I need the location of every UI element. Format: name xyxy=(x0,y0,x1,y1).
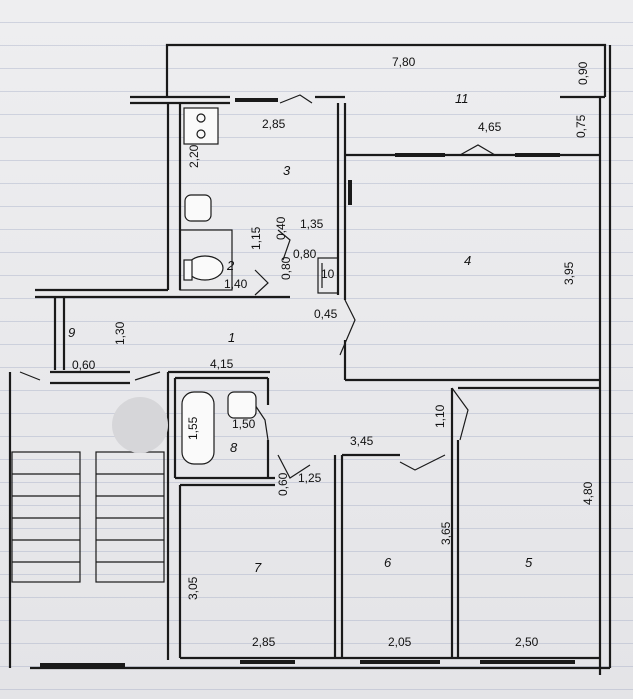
dim-corridor-length: 4,15 xyxy=(210,357,234,371)
room4-balcony-door xyxy=(459,144,496,156)
dim-060-b: 0,60 xyxy=(276,472,290,496)
dim-110: 1,10 xyxy=(433,404,447,428)
dim-kitchen-depth: 2,20 xyxy=(187,144,201,168)
closet10 xyxy=(317,257,339,294)
smudge xyxy=(112,397,168,453)
dim-room7-depth: 3,05 xyxy=(186,576,200,600)
room-label-11: 11 xyxy=(455,91,469,106)
stair-flight-left xyxy=(11,451,81,583)
entry-door-right xyxy=(134,371,161,381)
dim-room4-window: 4,65 xyxy=(478,120,502,134)
balcony-door xyxy=(279,94,313,104)
room4-door xyxy=(339,299,356,356)
room-labels: 1 2 3 4 5 6 7 8 9 10 11 xyxy=(68,91,533,575)
room-label-7: 7 xyxy=(254,560,262,575)
dim-room6-depth: 3,65 xyxy=(439,521,453,545)
fixtures xyxy=(179,107,339,465)
dim-bath-depth: 1,55 xyxy=(186,416,200,440)
dim-140: 1,40 xyxy=(224,277,248,291)
bath-sink-icon xyxy=(227,391,257,419)
dim-345: 3,45 xyxy=(350,434,374,448)
wc-box xyxy=(179,229,233,291)
room-label-6: 6 xyxy=(384,555,392,570)
room-label-2: 2 xyxy=(226,258,235,273)
dim-125: 1,25 xyxy=(298,471,322,485)
dim-room5-width: 2,50 xyxy=(515,635,539,649)
walls xyxy=(8,43,612,675)
room5-door xyxy=(451,387,469,441)
room6-door xyxy=(399,454,446,471)
room-label-10: 10 xyxy=(321,267,335,281)
dim-balcony-depth: 0,90 xyxy=(576,61,590,85)
kitchen-door xyxy=(277,229,291,261)
dim-room7-width: 2,85 xyxy=(252,635,276,649)
dim-080-b: 0,80 xyxy=(293,247,317,261)
kitchen-sink-icon xyxy=(184,194,212,222)
dim-kitchen-width: 2,85 xyxy=(262,117,286,131)
entry-door-left xyxy=(19,371,41,381)
dim-room4-depth: 3,95 xyxy=(562,261,576,285)
dim-room6-width: 2,05 xyxy=(388,635,412,649)
wc-door xyxy=(254,269,269,296)
stair-flight-right xyxy=(95,451,165,583)
room-label-4: 4 xyxy=(464,253,471,268)
room-label-1: 1 xyxy=(228,330,235,345)
room-label-8: 8 xyxy=(230,440,238,455)
dim-080-a: 0,80 xyxy=(279,256,293,280)
windows xyxy=(40,98,575,667)
room-label-9: 9 xyxy=(68,325,75,340)
dim-closet9-depth: 1,30 xyxy=(113,321,127,345)
room-label-3: 3 xyxy=(283,163,291,178)
dim-115: 1,15 xyxy=(249,226,263,250)
dim-040: 0,40 xyxy=(274,216,288,240)
stairs xyxy=(11,451,165,583)
bathtub-icon xyxy=(181,391,215,465)
dim-balcony-length: 7,80 xyxy=(392,55,416,69)
dimension-labels: 7,80 0,90 2,85 4,65 0,75 2,20 1,35 0,40 … xyxy=(72,55,595,649)
dim-wall-075: 0,75 xyxy=(574,114,588,138)
room-label-5: 5 xyxy=(525,555,533,570)
dim-045: 0,45 xyxy=(314,307,338,321)
balcony-wall xyxy=(165,43,607,98)
bath-door xyxy=(254,404,269,441)
dim-closet9-width: 0,60 xyxy=(72,358,96,372)
dim-room5-depth: 4,80 xyxy=(581,481,595,505)
dim-135: 1,35 xyxy=(300,217,324,231)
dim-bath-width: 1,50 xyxy=(232,417,256,431)
doors xyxy=(19,94,496,479)
room7-door xyxy=(277,454,311,479)
